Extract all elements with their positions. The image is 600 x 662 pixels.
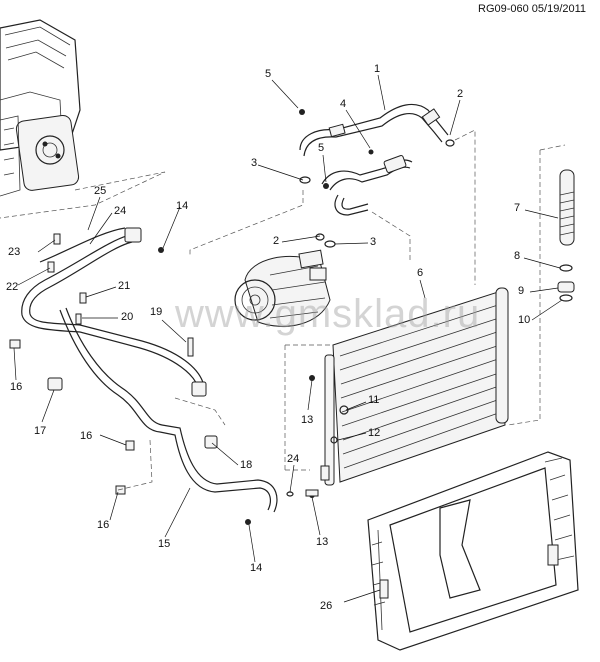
callout-2: 2 — [273, 235, 280, 247]
callout-24: 24 — [114, 205, 127, 217]
callout-8: 8 — [514, 250, 521, 262]
hvac-module — [0, 19, 81, 197]
callout-3: 3 — [370, 236, 377, 248]
callout-2: 2 — [457, 88, 464, 100]
callout-13: 13 — [316, 536, 329, 548]
callout-5: 5 — [265, 68, 272, 80]
callout-1: 1 — [374, 63, 381, 75]
callout-6: 6 — [417, 267, 424, 279]
callout-7: 7 — [514, 202, 521, 214]
hose-assembly-1 — [299, 103, 455, 248]
callout-5: 5 — [318, 142, 325, 154]
callout-24: 24 — [287, 453, 300, 465]
diagram-reference: RG09-060 05/19/2011 — [478, 3, 587, 15]
liquid-line-assembly — [9, 227, 319, 525]
callout-23: 23 — [8, 246, 21, 258]
callout-12: 12 — [368, 427, 381, 439]
callout-16: 16 — [10, 381, 23, 393]
receiver-dryer — [557, 169, 575, 302]
callout-3: 3 — [251, 157, 258, 169]
callout-18: 18 — [240, 459, 253, 471]
callout-14: 14 — [176, 200, 189, 212]
callout-14: 14 — [250, 562, 263, 574]
callout-16: 16 — [80, 430, 93, 442]
callout-11: 11 — [368, 394, 380, 406]
callout-19: 19 — [150, 306, 163, 318]
callout-10: 10 — [518, 314, 531, 326]
callout-4: 4 — [340, 98, 347, 110]
compressor — [234, 249, 331, 327]
callout-26: 26 — [320, 600, 333, 612]
callout-17: 17 — [34, 425, 47, 437]
callout-20: 20 — [121, 311, 134, 323]
callout-22: 22 — [6, 281, 19, 293]
callout-15: 15 — [158, 538, 171, 550]
callout-25: 25 — [94, 185, 107, 197]
radiator-support — [367, 451, 579, 651]
callout-9: 9 — [518, 285, 525, 297]
leader-lines — [13, 74, 563, 603]
callout-21: 21 — [118, 280, 131, 292]
watermark: www.gmsklad.ru — [175, 292, 481, 336]
callout-13: 13 — [301, 414, 314, 426]
callout-16: 16 — [97, 519, 110, 531]
